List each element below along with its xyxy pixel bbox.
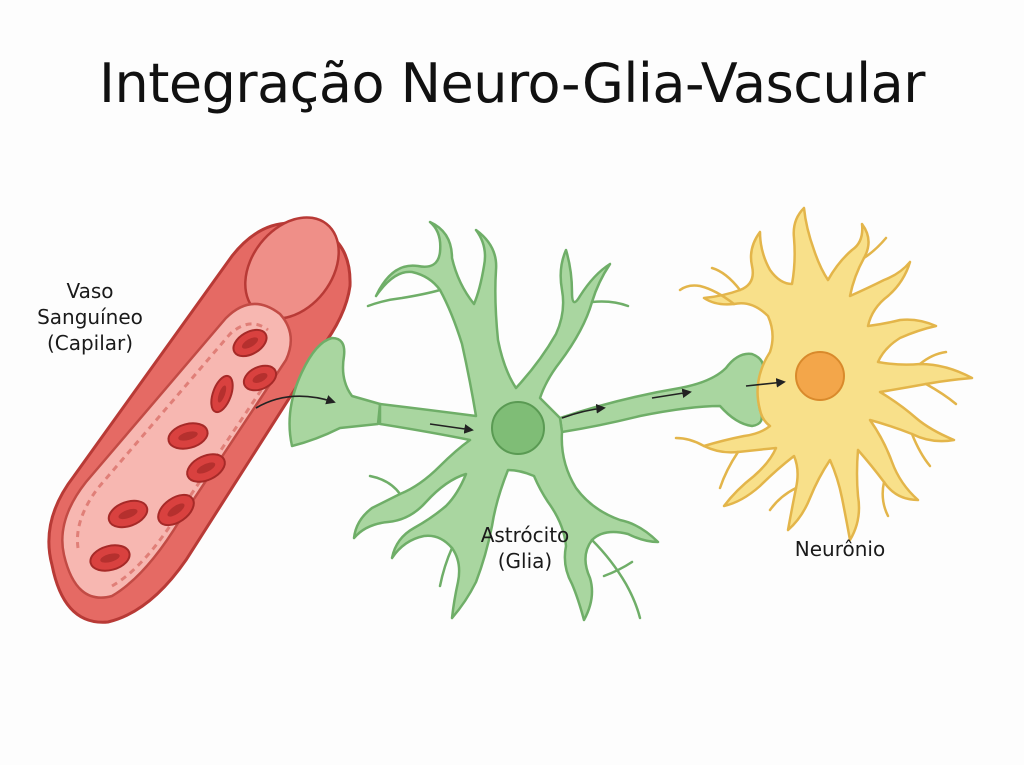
neuron-dendrite: [674, 436, 706, 448]
astrocyte-branch: [366, 288, 442, 308]
red-blood-cell: [167, 422, 209, 450]
astrocyte: [288, 220, 765, 622]
neuron-dendrite: [918, 350, 948, 366]
red-blood-cell: [186, 453, 226, 483]
red-blood-cell: [89, 544, 131, 572]
neuron-dendrite: [678, 284, 736, 306]
astrocyte-branch: [438, 546, 454, 588]
red-blood-cell: [232, 328, 268, 358]
neuron-nucleus: [795, 351, 845, 401]
neuron-label: Neurônio: [770, 536, 910, 562]
neuron-dendrite: [710, 266, 742, 292]
arrow-process-to-endfoot: [651, 388, 692, 399]
neuron-dendrite: [862, 236, 888, 260]
astrocyte-label-line: Astrócito: [480, 523, 570, 547]
neuron-label-line: Neurônio: [794, 537, 886, 561]
astrocyte-label-line: (Glia): [497, 549, 553, 573]
blood-vessel: [47, 216, 352, 624]
neuron-dendrite: [881, 480, 890, 518]
astrocyte-branch: [602, 560, 634, 578]
vessel-label-line: Sanguíneo: [37, 305, 143, 329]
astrocyte-branch: [590, 538, 642, 620]
vessel-label-line: (Capilar): [46, 331, 134, 355]
astrocyte-vascular-endfoot: [288, 336, 382, 448]
neuron-dendrite: [910, 432, 932, 468]
neuron: [674, 206, 974, 542]
arrow-vessel-to-astrocyte: [255, 395, 336, 409]
red-blood-cell: [157, 493, 195, 527]
vessel-label-line: Vaso: [66, 279, 114, 303]
neuron-dendrite: [718, 450, 740, 490]
vessel-label: Vaso Sanguíneo (Capilar): [20, 278, 160, 356]
vessel-inner-lining-lower: [111, 367, 278, 588]
red-blood-cell: [242, 364, 278, 392]
red-blood-cell: [210, 374, 234, 414]
astrocyte-label: Astrócito (Glia): [455, 522, 595, 574]
astrocyte-neuronal-endfoot: [558, 352, 765, 434]
neuron-dendrite: [768, 486, 798, 512]
arrow-astrocyte-process: [429, 423, 474, 434]
astrocyte-branch: [590, 300, 630, 308]
red-blood-cell: [107, 499, 149, 529]
diagram-title: Integração Neuro-Glia-Vascular: [99, 52, 925, 115]
red-blood-cells: [89, 328, 278, 572]
signal-arrows: [255, 378, 786, 434]
astrocyte-nucleus: [491, 401, 545, 455]
astrocyte-branch: [368, 474, 402, 496]
arrow-astrocyte-to-process: [561, 403, 606, 419]
neuron-dendrite: [924, 382, 958, 406]
arrow-endfoot-to-neuron: [745, 378, 786, 388]
